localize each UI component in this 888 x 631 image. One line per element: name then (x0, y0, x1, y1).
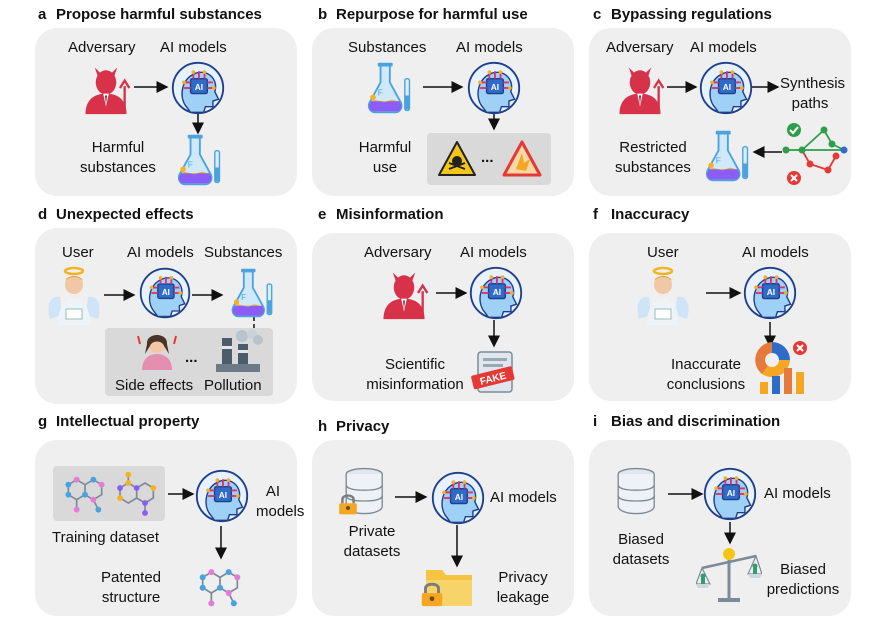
devil-adversary-icon (376, 265, 432, 321)
biased-datasets-label: Biased datasets (612, 531, 670, 568)
scientific-misinformation-label: Scientific misinformation (366, 356, 464, 393)
ai-models-label: AI models (490, 489, 557, 506)
molecule-icon (194, 560, 246, 612)
lock-icon (418, 580, 446, 608)
ai-models-label: AI models (160, 39, 227, 56)
fake-news-icon: FAKE (471, 351, 515, 393)
patented-structure-label: Patented structure (100, 569, 162, 606)
angel-user-icon (44, 265, 104, 325)
side-effects-label: Side effects (115, 377, 194, 394)
angel-user-icon (633, 265, 693, 325)
sick-person-icon (137, 335, 177, 370)
panel-f (589, 233, 851, 401)
ellipsis: ... (185, 349, 198, 366)
ai-models-label: AI models (456, 39, 523, 56)
factory-pollution-icon (216, 329, 263, 372)
substances-label: Substances (348, 39, 427, 56)
harmful-use-label: Harmful use (358, 139, 412, 176)
ai-models-label: AI models (764, 485, 831, 502)
user-label: User (62, 244, 94, 261)
ai-brain-icon (194, 468, 250, 524)
ai-brain-icon (698, 60, 754, 116)
lock-icon (336, 492, 360, 516)
panel-a (35, 28, 297, 196)
flask-icon (698, 128, 754, 184)
synthesis-paths-label: Synthesis paths (780, 75, 846, 112)
flask-icon (224, 266, 278, 320)
inaccurate-conclusions-label: Inaccurate conclusions (666, 356, 746, 393)
ai-brain-icon (742, 265, 798, 321)
chart-error-icon (755, 341, 807, 394)
ai-brain-icon (466, 60, 522, 116)
ellipsis: ... (481, 149, 494, 166)
ai-brain-icon (468, 265, 524, 321)
ai-models-label: AI models (127, 244, 194, 261)
unbalanced-scale-icon (696, 548, 762, 602)
adversary-label: Adversary (364, 244, 432, 261)
explosive-warning-icon (502, 140, 542, 177)
ai-brain-icon (430, 470, 486, 526)
flask-icon (360, 60, 416, 116)
ai-models-label: AI models (742, 244, 809, 261)
ai-models-label: AI models (690, 39, 757, 56)
molecule-icon (60, 468, 110, 518)
restricted-substances-label: Restricted substances (615, 139, 691, 176)
flask-icon (170, 132, 226, 188)
ai-brain-icon (702, 466, 758, 522)
pollution-label: Pollution (204, 377, 262, 394)
ai-brain-icon (170, 60, 226, 116)
substances-label: Substances (204, 244, 283, 261)
ai-models-label: AI models (256, 483, 305, 520)
privacy-leakage-label: Privacy leakage (496, 569, 550, 606)
devil-adversary-icon (612, 60, 668, 116)
private-datasets-label: Private datasets (343, 523, 401, 560)
adversary-label: Adversary (606, 39, 674, 56)
molecule-icon (110, 468, 160, 518)
ai-brain-icon (138, 266, 192, 320)
synthesis-graph-icon (782, 123, 848, 185)
devil-adversary-icon (78, 60, 134, 116)
toxic-warning-icon (438, 141, 476, 176)
database-icon (610, 465, 666, 519)
biased-predictions-label: Biased predictions (766, 561, 840, 598)
adversary-label: Adversary (68, 39, 136, 56)
panel-e (312, 233, 574, 401)
ai-models-label: AI models (460, 244, 527, 261)
training-dataset-label: Training dataset (52, 529, 160, 546)
harmful-substances-label: Harmful substances (80, 139, 156, 176)
user-label: User (647, 244, 679, 261)
